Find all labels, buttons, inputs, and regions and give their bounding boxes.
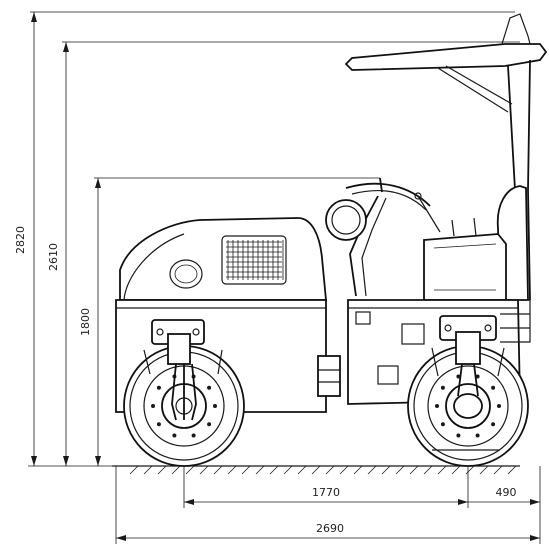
rear-drum-hub [445, 383, 491, 429]
hood-grille [221, 235, 287, 285]
rops-post-rear [527, 59, 531, 301]
horizontal-dimensions: 1770 490 2690 [115, 466, 541, 544]
engine-hood [119, 217, 327, 301]
brand-logo [169, 259, 203, 289]
ground-line [112, 465, 520, 475]
rops-strut [437, 67, 509, 113]
articulation-joint [317, 355, 341, 397]
front-drum-mount [143, 319, 223, 421]
steering-column [345, 177, 441, 297]
dim-hood-height: 1800 [79, 308, 92, 336]
canopy-roof [344, 43, 548, 71]
seat-cushion [423, 233, 507, 301]
dim-wheelbase: 1770 [312, 486, 340, 499]
steering-post [349, 195, 379, 297]
steering-wheel [345, 182, 431, 207]
canopy-beacon [501, 13, 531, 45]
dim-total-height: 2820 [14, 226, 27, 254]
vertical-dimensions: 2820 2610 1800 [14, 11, 520, 467]
rear-drum-mount [431, 315, 505, 451]
front-hood [119, 199, 367, 301]
dim-total-length: 2690 [316, 522, 344, 535]
dim-roof-height: 2610 [47, 243, 60, 271]
dim-rear-overhang: 490 [496, 486, 517, 499]
operator-seat [423, 185, 529, 301]
